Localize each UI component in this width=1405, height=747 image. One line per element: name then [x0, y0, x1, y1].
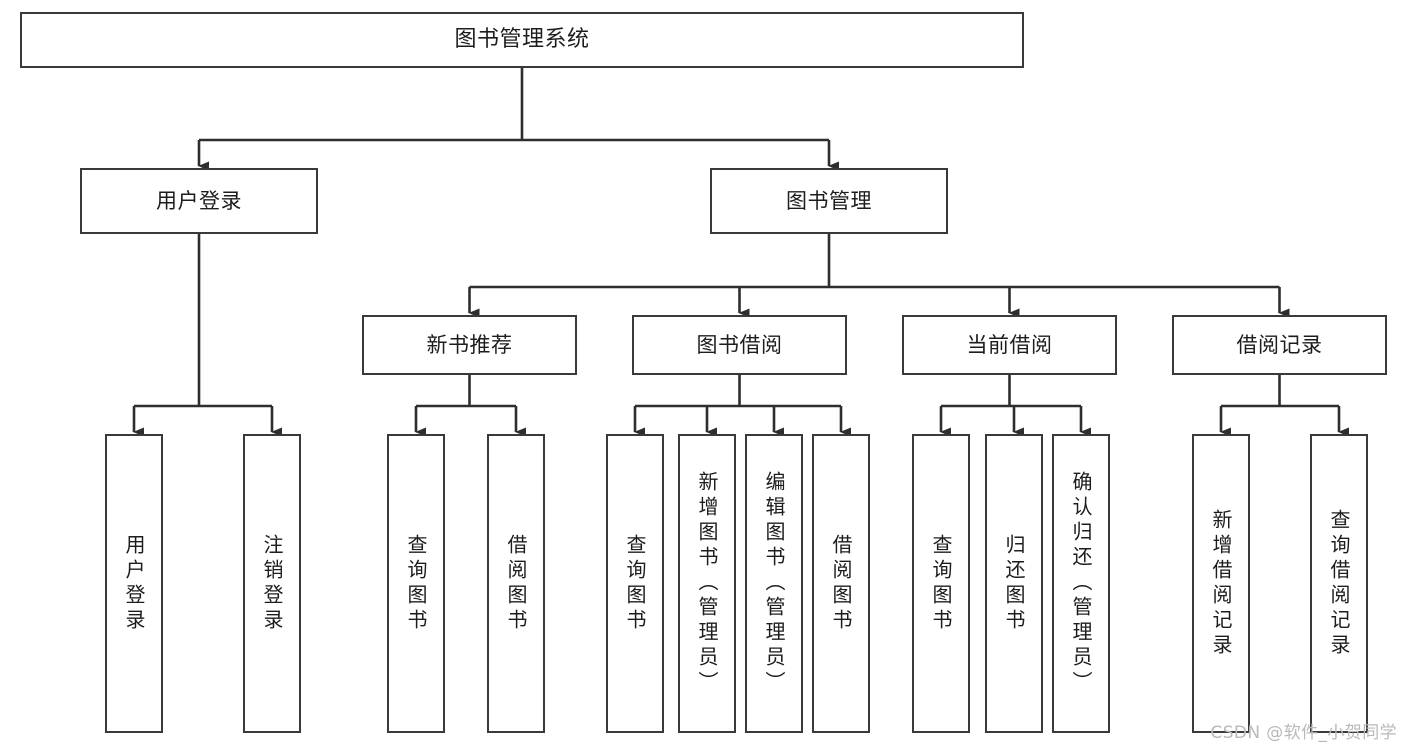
- node-label: 确认归还（管理员）: [1069, 471, 1093, 696]
- node-label: 新增借阅记录: [1209, 508, 1233, 659]
- node-current-borrow[interactable]: 当前借阅: [902, 315, 1117, 375]
- node-label: 借阅图书: [504, 533, 528, 634]
- node-label: 查询图书: [929, 533, 953, 634]
- node-label: 查询图书: [623, 533, 647, 634]
- node-leaf-add-record[interactable]: 新增借阅记录: [1192, 434, 1250, 733]
- node-leaf-edit-book[interactable]: 编辑图书（管理员）: [745, 434, 803, 733]
- node-leaf-borrow-book-1[interactable]: 借阅图书: [487, 434, 545, 733]
- node-book-borrow[interactable]: 图书借阅: [632, 315, 847, 375]
- node-borrow-record[interactable]: 借阅记录: [1172, 315, 1387, 375]
- node-leaf-user-logout[interactable]: 注销登录: [243, 434, 301, 733]
- node-label: 借阅图书: [829, 533, 853, 634]
- node-label: 用户登录: [122, 533, 146, 634]
- node-label: 用户登录: [156, 188, 242, 213]
- node-label: 当前借阅: [966, 332, 1053, 357]
- node-label: 查询借阅记录: [1327, 508, 1351, 659]
- node-leaf-return-book[interactable]: 归还图书: [985, 434, 1043, 733]
- node-new-book-recommend[interactable]: 新书推荐: [362, 315, 577, 375]
- node-leaf-query-book-2[interactable]: 查询图书: [606, 434, 664, 733]
- node-label: 注销登录: [260, 533, 284, 634]
- node-leaf-confirm-return[interactable]: 确认归还（管理员）: [1052, 434, 1110, 733]
- node-leaf-query-record[interactable]: 查询借阅记录: [1310, 434, 1368, 733]
- node-label: 图书管理系统: [454, 27, 590, 53]
- node-book-management[interactable]: 图书管理: [710, 168, 948, 234]
- node-label: 图书借阅: [696, 332, 783, 357]
- node-user-login[interactable]: 用户登录: [80, 168, 318, 234]
- node-label: 图书管理: [786, 188, 872, 213]
- node-label: 编辑图书（管理员）: [762, 471, 786, 696]
- node-leaf-query-book-3[interactable]: 查询图书: [912, 434, 970, 733]
- node-leaf-query-book-1[interactable]: 查询图书: [387, 434, 445, 733]
- node-label: 新增图书（管理员）: [695, 471, 719, 696]
- node-leaf-user-login[interactable]: 用户登录: [105, 434, 163, 733]
- node-label: 归还图书: [1002, 533, 1026, 634]
- node-leaf-add-book[interactable]: 新增图书（管理员）: [678, 434, 736, 733]
- node-label: 借阅记录: [1236, 332, 1323, 357]
- node-label: 查询图书: [404, 533, 428, 634]
- node-label: 新书推荐: [426, 332, 513, 357]
- node-leaf-borrow-book-2[interactable]: 借阅图书: [812, 434, 870, 733]
- node-root-book-management-system[interactable]: 图书管理系统: [20, 12, 1024, 68]
